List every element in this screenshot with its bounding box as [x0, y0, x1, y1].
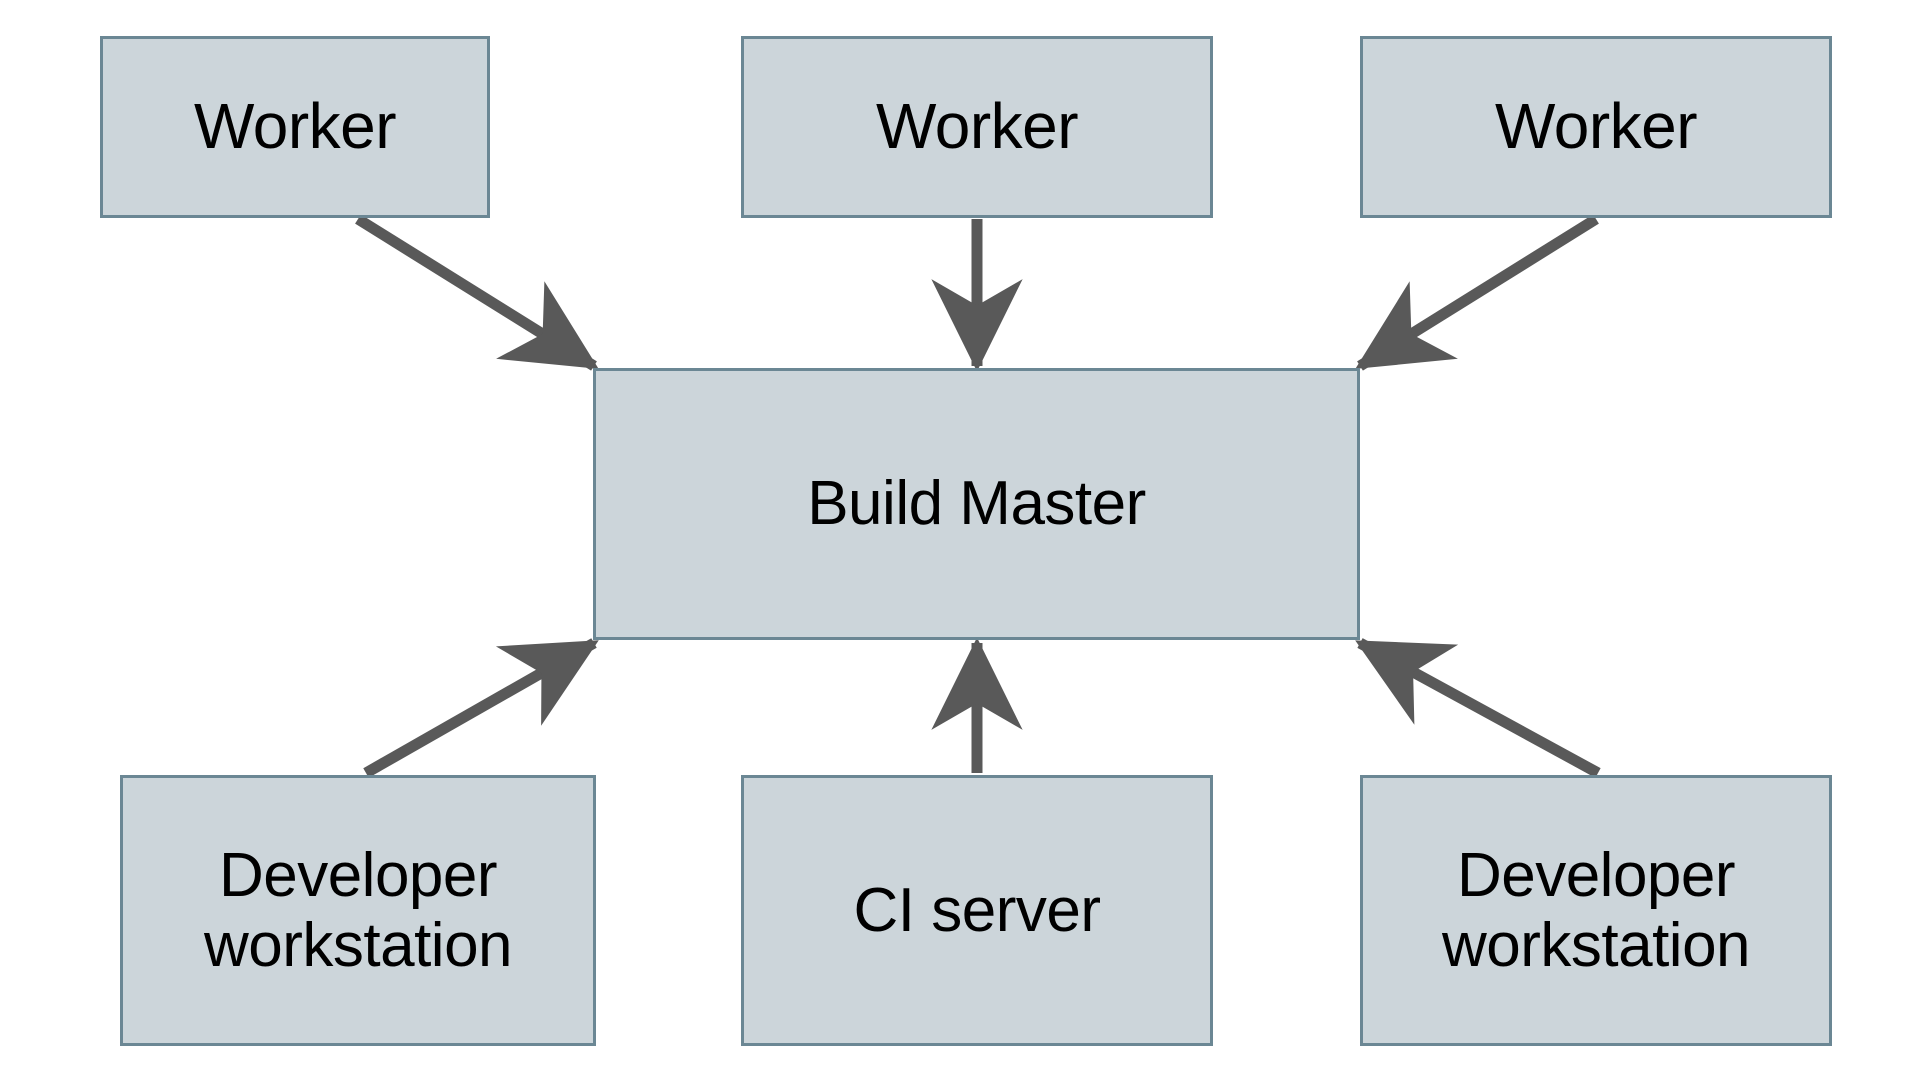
- node-build-master[interactable]: Build Master: [593, 368, 1360, 640]
- node-worker-1[interactable]: Worker: [100, 36, 490, 218]
- node-worker-3-label: Worker: [1494, 90, 1698, 163]
- node-worker-3[interactable]: Worker: [1360, 36, 1832, 218]
- node-ci-server[interactable]: CI server: [741, 775, 1213, 1046]
- node-worker-2[interactable]: Worker: [741, 36, 1213, 218]
- node-dev-workstation-1-label: Developer workstation: [203, 841, 513, 980]
- edge-dev-workstation-1-to-build-master: [363, 638, 599, 778]
- node-dev-workstation-2-label: Developer workstation: [1441, 841, 1751, 980]
- edge-dev-workstation-2-to-build-master: [1355, 638, 1601, 778]
- edge-worker-1-to-build-master: [355, 214, 599, 371]
- node-worker-1-label: Worker: [193, 90, 397, 163]
- node-ci-server-label: CI server: [853, 875, 1101, 945]
- node-dev-workstation-1[interactable]: Developer workstation: [120, 775, 596, 1046]
- node-build-master-label: Build Master: [807, 469, 1146, 539]
- node-worker-2-label: Worker: [875, 90, 1079, 163]
- edge-worker-3-to-build-master: [1355, 214, 1599, 371]
- node-dev-workstation-2[interactable]: Developer workstation: [1360, 775, 1832, 1046]
